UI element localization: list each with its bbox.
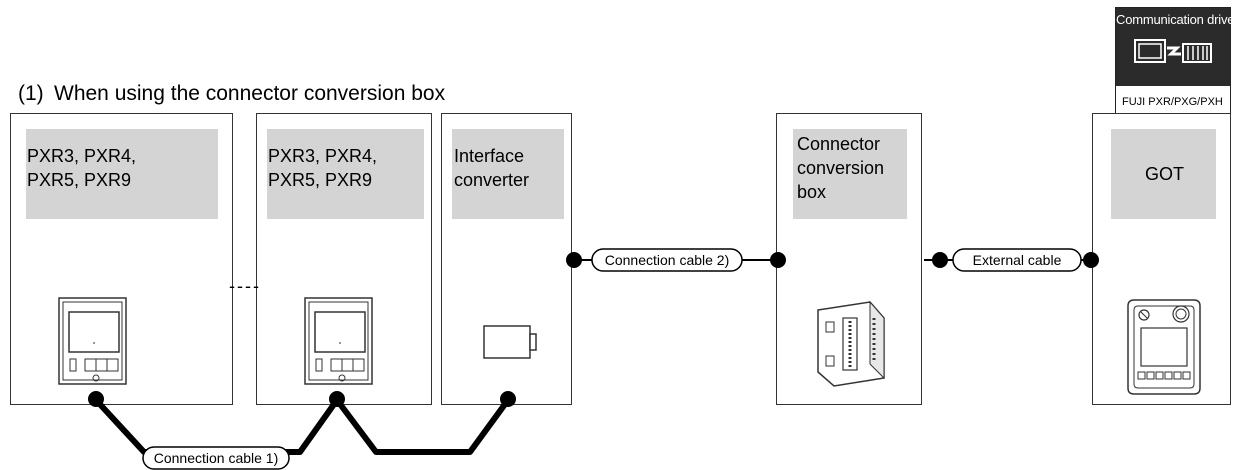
- connection-dot: [1083, 252, 1099, 268]
- cable-2-label: Connection cable 2): [604, 252, 730, 268]
- got-terminal-icon: [1127, 299, 1201, 395]
- connector-box-label: Connector conversion box: [797, 134, 885, 202]
- ellipsis: ----: [229, 276, 261, 296]
- external-cable-label: External cable: [972, 252, 1062, 268]
- connection-dot: [329, 391, 345, 407]
- connection-dot: [88, 391, 104, 407]
- connection-dot: [932, 252, 948, 268]
- controller-2-label: PXR3, PXR4, PXR5, PXR9: [268, 146, 378, 190]
- driver-badge-header: Communication driver: [1116, 8, 1239, 86]
- driver-badge-label: FUJI PXR/PXG/PXH: [1122, 96, 1223, 108]
- controller-1-label: PXR3, PXR4, PXR5, PXR9: [27, 146, 137, 190]
- external-cable-label-capsule: [952, 248, 1082, 272]
- section-title: When using the connector conversion box: [54, 82, 446, 105]
- controller-box-1: PXR3, PXR4, PXR5, PXR9: [10, 113, 233, 405]
- cable-2-label-capsule: [591, 248, 743, 272]
- cable-1-line: [93, 397, 511, 455]
- got-label: GOT: [1145, 164, 1184, 184]
- cable-1-label: Connection cable 1): [153, 450, 279, 466]
- connection-dot: [500, 391, 516, 407]
- communication-driver-icon: [1134, 39, 1212, 63]
- cable-1-label-capsule: [142, 446, 290, 470]
- section-heading: (1) When using the connector conversion b…: [18, 82, 445, 106]
- controller-1-label-area: [26, 129, 218, 219]
- got-label-area: [1111, 129, 1216, 219]
- section-number: (1): [18, 82, 44, 105]
- temperature-controller-icon: [58, 297, 127, 385]
- interface-converter-label: Interface converter: [454, 146, 530, 190]
- interface-converter-icon: [483, 325, 537, 359]
- connection-dot: [770, 252, 786, 268]
- connector-conversion-box-icon: [817, 300, 885, 387]
- temperature-controller-icon: [304, 297, 373, 385]
- communication-driver-badge: Communication driver FUJI PXR/PXG/PXH: [1115, 7, 1239, 117]
- connection-dot: [566, 252, 582, 268]
- connector-box-label-area: [793, 129, 907, 219]
- driver-badge-title: Communication driver: [1116, 12, 1239, 27]
- controller-2-label-area: [267, 129, 424, 219]
- interface-converter-label-area: [452, 129, 564, 219]
